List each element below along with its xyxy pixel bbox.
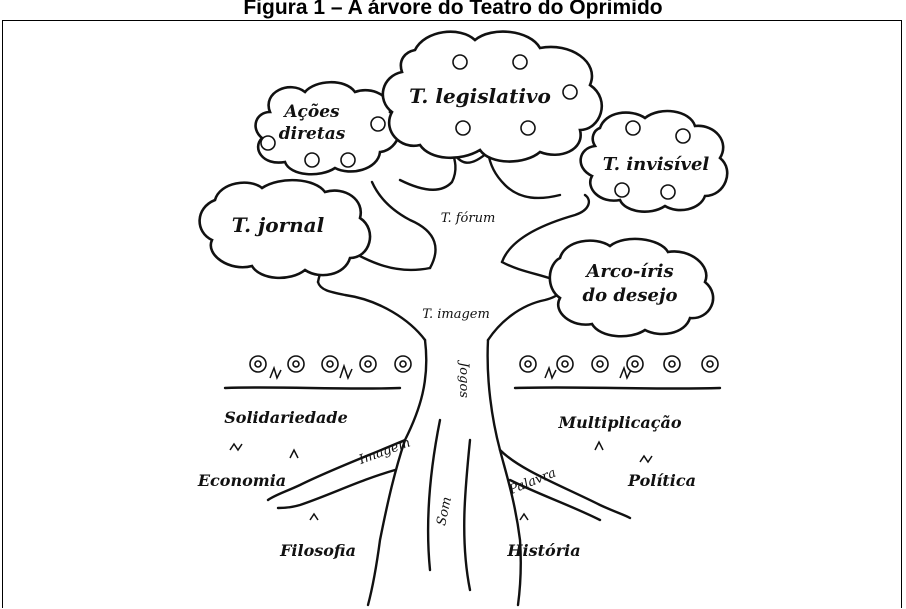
label-economia: Economia [197, 471, 286, 490]
trunk-left-edge [368, 340, 426, 605]
label-t-forum: T. fórum [441, 211, 496, 226]
label-t-imagem: T. imagem [422, 307, 490, 322]
label-arco-line2: do desejo [582, 285, 677, 306]
label-politica: Política [627, 471, 696, 490]
label-filosofia: Filosofia [279, 541, 356, 560]
label-acoes-line1: Ações [282, 102, 340, 122]
label-solidariedade: Solidariedade [224, 408, 348, 427]
label-t-jornal: T. jornal [232, 213, 325, 237]
label-acoes-line2: diretas [279, 124, 346, 144]
label-t-invisivel: T. invisível [603, 154, 710, 175]
label-arco-line1: Arco-íris [584, 261, 673, 282]
label-root-imagem: Imagem [356, 436, 412, 469]
label-historia: História [506, 541, 580, 560]
label-root-palavra: Palavra [506, 466, 558, 499]
label-t-legislativo: T. legislativo [409, 84, 551, 108]
label-jogos: Jogos [456, 359, 471, 398]
label-multiplicacao: Multiplicação [557, 413, 681, 432]
label-root-som: Som [434, 495, 455, 527]
trunk-right-edge [488, 340, 521, 605]
